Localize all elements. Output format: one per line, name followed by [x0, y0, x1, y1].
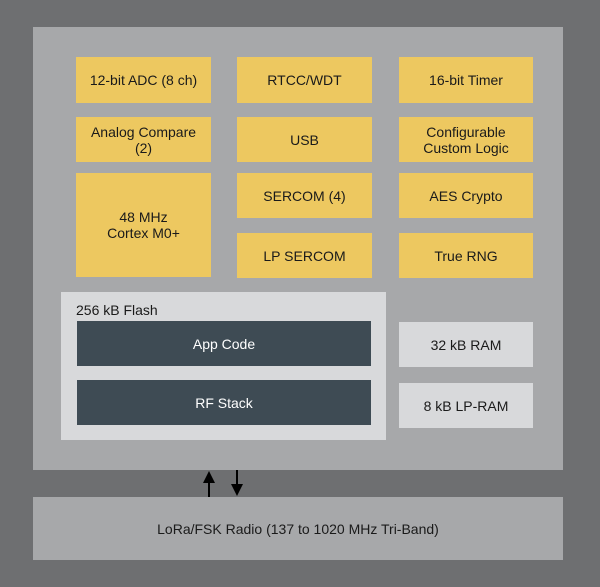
aes-crypto-block: AES Crypto [399, 173, 533, 218]
true-rng-block: True RNG [399, 233, 533, 278]
radio-block: LoRa/FSK Radio (137 to 1020 MHz Tri-Band… [33, 497, 563, 560]
custom-logic-block: Configurable Custom Logic [399, 117, 533, 162]
rtcc-wdt-block: RTCC/WDT [237, 57, 372, 103]
timer-block: 16-bit Timer [399, 57, 533, 103]
cpu-block: 48 MHz Cortex M0+ [76, 173, 211, 277]
bus-arrows [203, 470, 243, 498]
adc-block: 12-bit ADC (8 ch) [76, 57, 211, 103]
analog-compare-block: Analog Compare (2) [76, 117, 211, 162]
arrow-up-icon [203, 471, 215, 498]
usb-block: USB [237, 117, 372, 162]
arrow-down-icon [231, 470, 243, 496]
sercom-block: SERCOM (4) [237, 173, 372, 218]
rf-stack-partition: RF Stack [77, 380, 371, 425]
ram-block: 32 kB RAM [399, 322, 533, 367]
lp-ram-block: 8 kB LP-RAM [399, 383, 533, 428]
lp-sercom-block: LP SERCOM [237, 233, 372, 278]
flash-label: 256 kB Flash [76, 302, 158, 318]
app-code-partition: App Code [77, 321, 371, 366]
